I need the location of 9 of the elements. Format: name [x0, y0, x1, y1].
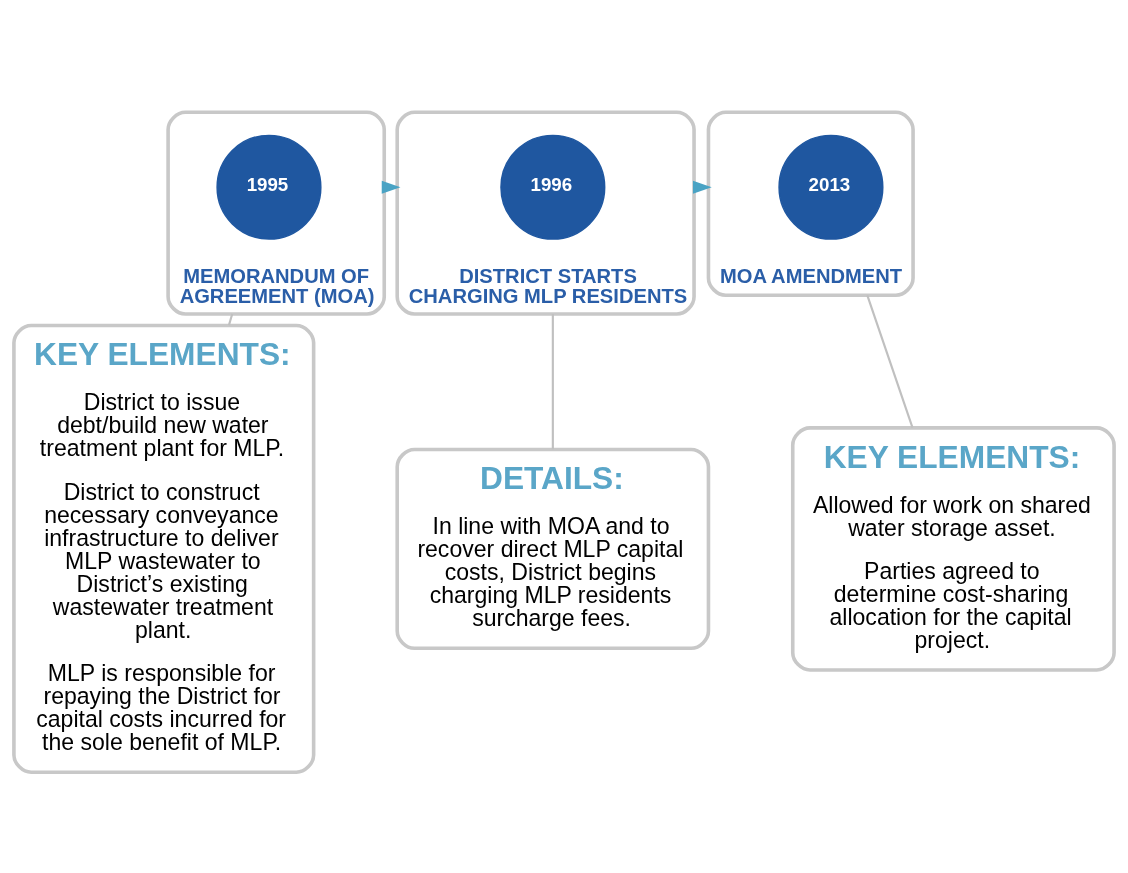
node-circle: 1996	[500, 134, 606, 240]
node-box: KEY ELEMENTS: District to issue debt/build new water treatment plant for MLP. District to construct necessary conveyance infrastructure to deliver MLP wastewater to District’s existing wastewater treatment plant. MLP is responsible for repaying the District for capital costs incurred for the sole benefit of MLP.	[12, 323, 316, 775]
connector	[227, 313, 234, 326]
node-box: DETAILS: In line with MOA and to recover direct MLP capital costs, District begins charging MLP residents surcharge fees.	[395, 447, 711, 651]
node-box: KEY ELEMENTS: Allowed for work on shared water storage asset. Parties agreed to determine cost-sharing allocation for the capital project.	[790, 426, 1116, 672]
connector	[551, 314, 554, 450]
connector	[866, 294, 914, 428]
node-circle: 2013	[778, 134, 884, 240]
node-circle: 1995	[216, 134, 322, 240]
